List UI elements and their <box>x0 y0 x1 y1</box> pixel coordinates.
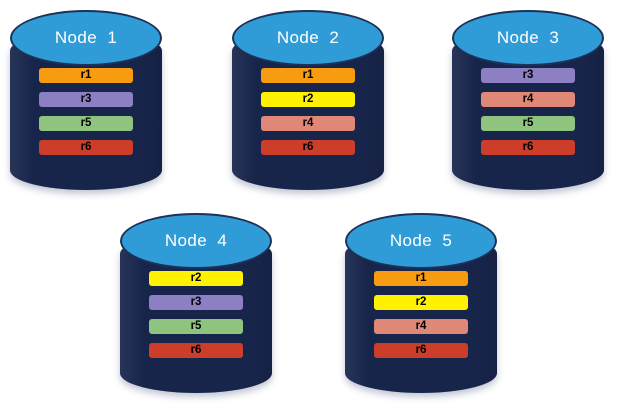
node-label: Node 1 <box>54 28 118 47</box>
database-node-cylinder[interactable]: Node 2 r1 r2 r4 r6 <box>232 10 384 190</box>
replica-bar[interactable]: r4 <box>260 116 356 131</box>
replica-bar[interactable]: r4 <box>480 92 576 107</box>
cylinder-shape <box>452 10 604 190</box>
node-label: Node 3 <box>496 28 560 47</box>
node-label: Node 2 <box>276 28 340 47</box>
replica-bar[interactable]: r5 <box>148 319 244 334</box>
cylinder-shape <box>232 10 384 190</box>
cylinder-top-ellipse <box>10 10 162 66</box>
database-node-cylinder[interactable]: Node 3 r3 r4 r5 r6 <box>452 10 604 190</box>
cylinder-top-ellipse <box>120 213 272 269</box>
replica-list: r1 r3 r5 r6 <box>38 68 134 155</box>
database-node-cylinder[interactable]: Node 5 r1 r2 r4 r6 <box>345 213 497 393</box>
cylinder-shape <box>10 10 162 190</box>
replica-bar[interactable]: r2 <box>148 271 244 286</box>
replica-bar[interactable]: r3 <box>38 92 134 107</box>
replica-bar[interactable]: r5 <box>480 116 576 131</box>
node-label: Node 5 <box>389 231 453 250</box>
replica-bar[interactable]: r2 <box>260 92 356 107</box>
replica-bar[interactable]: r3 <box>148 295 244 310</box>
replica-bar[interactable]: r1 <box>38 68 134 83</box>
replica-bar[interactable]: r6 <box>148 343 244 358</box>
replica-bar[interactable]: r6 <box>260 140 356 155</box>
cylinder-top-ellipse <box>232 10 384 66</box>
replica-bar[interactable]: r6 <box>38 140 134 155</box>
database-node-cylinder[interactable]: Node 4 r2 r3 r5 r6 <box>120 213 272 393</box>
cylinder-shape <box>120 213 272 393</box>
database-node-cylinder[interactable]: Node 1 r1 r3 r5 r6 <box>10 10 162 190</box>
replica-bar[interactable]: r5 <box>38 116 134 131</box>
cylinder-shape <box>345 213 497 393</box>
replica-bar[interactable]: r2 <box>373 295 469 310</box>
node-label: Node 4 <box>164 231 228 250</box>
replica-bar[interactable]: r3 <box>480 68 576 83</box>
replica-bar[interactable]: r1 <box>260 68 356 83</box>
cylinder-top-ellipse <box>452 10 604 66</box>
replica-bar[interactable]: r6 <box>480 140 576 155</box>
replica-list: r1 r2 r4 r6 <box>260 68 356 155</box>
replica-list: r1 r2 r4 r6 <box>373 271 469 358</box>
replica-bar[interactable]: r6 <box>373 343 469 358</box>
cylinder-top-ellipse <box>345 213 497 269</box>
replica-bar[interactable]: r1 <box>373 271 469 286</box>
replica-bar[interactable]: r4 <box>373 319 469 334</box>
replica-list: r3 r4 r5 r6 <box>480 68 576 155</box>
replica-list: r2 r3 r5 r6 <box>148 271 244 358</box>
